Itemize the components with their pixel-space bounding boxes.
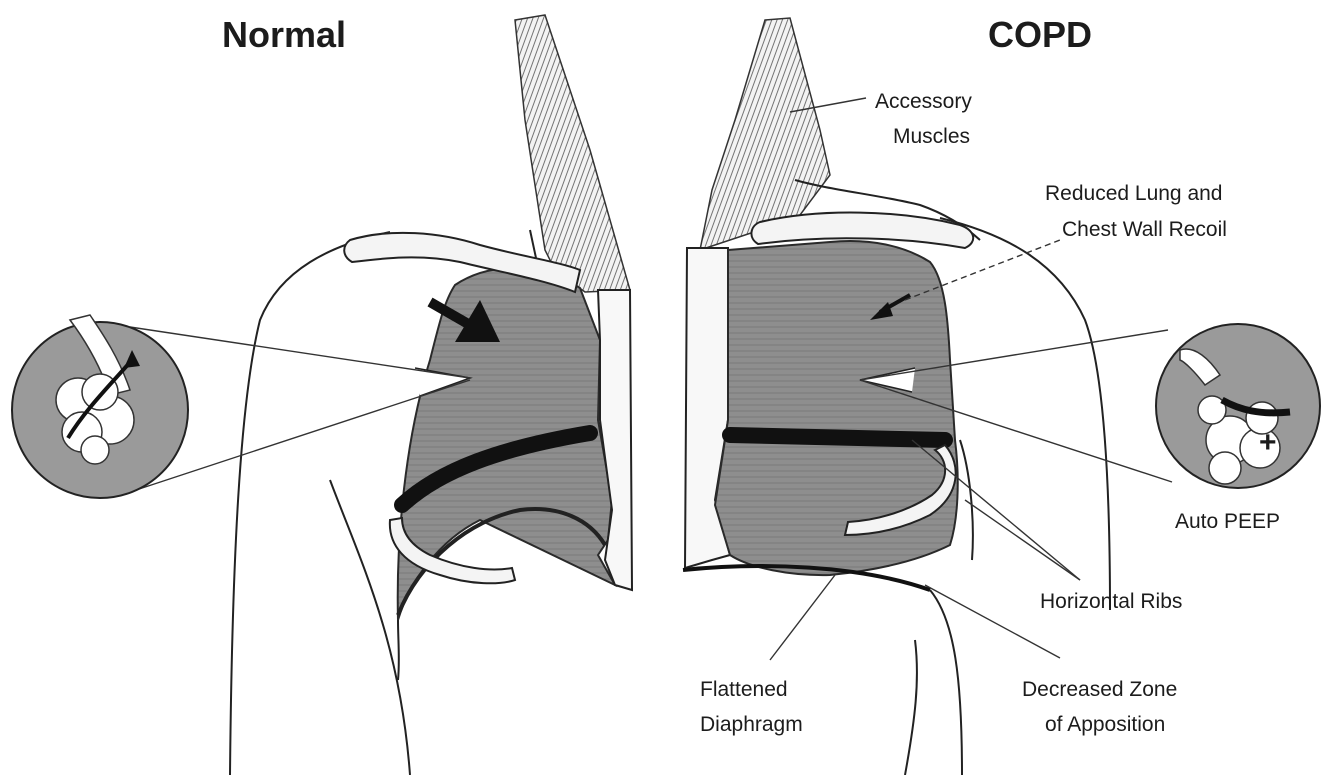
- normal-alveoli-magnifier: [12, 315, 188, 498]
- label-accessory-line2: Muscles: [893, 125, 970, 148]
- label-diaphragm-line1: Flattened: [700, 678, 788, 701]
- normal-panel: Normal: [12, 14, 632, 775]
- ribs-leader-2: [965, 500, 1080, 580]
- copd-lung: [715, 241, 958, 575]
- copd-alveoli-magnifier: +: [1156, 324, 1320, 488]
- normal-lower-curve: [398, 620, 399, 680]
- copd-title: COPD: [988, 14, 1092, 55]
- diaphragm-leader: [770, 575, 835, 660]
- label-accessory-line1: Accessory: [875, 90, 972, 113]
- label-recoil-line2: Chest Wall Recoil: [1062, 218, 1227, 241]
- copd-panel: COPD: [683, 14, 1320, 775]
- label-apposition-line2: of Apposition: [1045, 713, 1165, 736]
- label-auto-peep: Auto PEEP: [1175, 510, 1280, 533]
- label-horizontal-ribs: Horizontal Ribs: [1040, 590, 1182, 613]
- label-recoil-line1: Reduced Lung and: [1045, 182, 1223, 205]
- copd-lower-outline: [930, 590, 962, 775]
- normal-title: Normal: [222, 14, 346, 55]
- normal-body-outline: [230, 232, 410, 775]
- copd-lower-outline-2: [905, 640, 917, 775]
- copd-rib-band: [730, 435, 945, 440]
- label-diaphragm-line2: Diaphragm: [700, 713, 803, 736]
- normal-callout-top: [130, 327, 470, 378]
- plus-symbol: +: [1259, 426, 1277, 459]
- label-apposition-line1: Decreased Zone: [1022, 678, 1177, 701]
